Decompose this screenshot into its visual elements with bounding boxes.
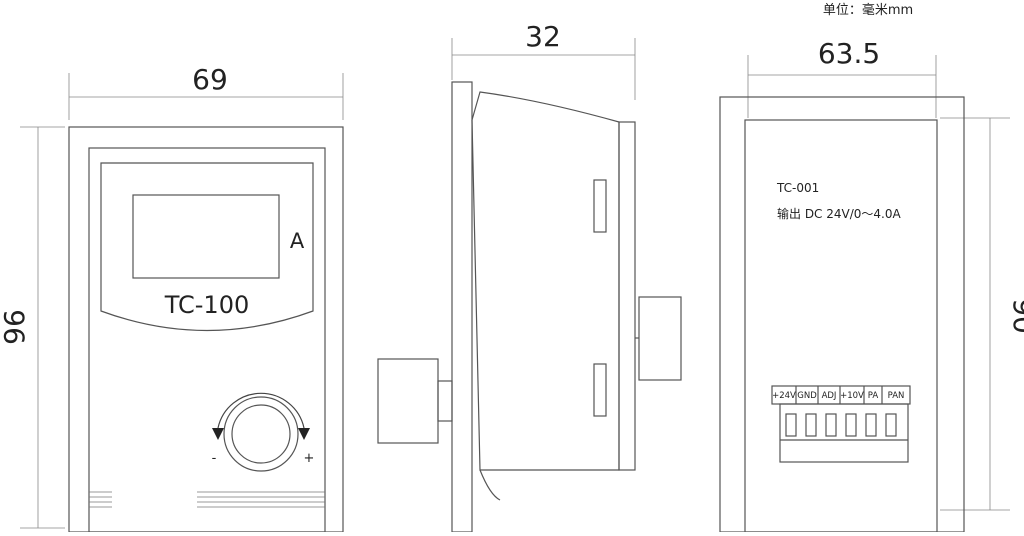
display-bezel xyxy=(100,162,314,332)
side-clip-top xyxy=(593,179,607,233)
indicator-unit-label: A xyxy=(290,229,305,253)
side-knob xyxy=(377,358,439,444)
side-view xyxy=(377,38,682,533)
terminal-label: ADJ xyxy=(822,391,837,401)
terminal-label: +10V xyxy=(840,391,864,401)
arrow-left-icon xyxy=(212,428,224,440)
vent-slots-left xyxy=(89,491,112,508)
back-model-label: TC-001 xyxy=(776,181,819,195)
terminal-label: PA xyxy=(868,391,879,401)
side-rear-step xyxy=(618,121,636,471)
terminal-labels: +24V GND ADJ +10V PA PAN xyxy=(772,391,904,401)
front-model-label: TC-100 xyxy=(164,291,249,319)
knob-plus-label: + xyxy=(304,451,315,466)
back-outer-frame xyxy=(719,96,965,533)
output-spec-label: 输出 DC 24V/0～4.0A xyxy=(777,206,901,221)
terminal-screw-4 xyxy=(845,413,857,437)
back-width-label: 63.5 xyxy=(818,37,880,70)
terminal-screw-6 xyxy=(885,413,897,437)
back-height-label: 90 xyxy=(1007,298,1024,334)
front-width-label: 69 xyxy=(192,63,228,96)
terminal-block-body xyxy=(779,403,909,463)
front-view xyxy=(20,73,344,533)
terminal-label: PAN xyxy=(888,391,905,401)
arrow-right-icon xyxy=(298,428,310,440)
back-inner-housing xyxy=(744,119,938,533)
front-height-label: 96 xyxy=(0,309,31,345)
display-window xyxy=(132,194,280,279)
side-terminal-block xyxy=(638,296,682,381)
front-outer-frame xyxy=(68,126,344,533)
terminal-label: +24V xyxy=(772,391,796,401)
back-view xyxy=(719,55,1010,533)
knob-minus-label: - xyxy=(212,451,217,466)
terminal-screw-3 xyxy=(825,413,837,437)
terminal-label: GND xyxy=(797,391,817,401)
knob-rotation-arc xyxy=(217,392,305,429)
side-housing xyxy=(471,91,620,471)
vent-slots-right xyxy=(197,491,325,508)
terminal-screw-1 xyxy=(785,413,797,437)
side-depth-label: 32 xyxy=(525,20,561,53)
knob-cap xyxy=(231,404,291,464)
terminal-screw-5 xyxy=(865,413,877,437)
side-clip-bottom xyxy=(593,363,607,417)
side-knob-shaft xyxy=(437,380,453,422)
units-note: 单位：毫米mm xyxy=(823,2,913,18)
side-front-plate xyxy=(451,81,473,533)
side-lower-lip xyxy=(479,469,501,501)
knob-outer-ring xyxy=(223,396,299,472)
front-inner-panel xyxy=(88,147,326,533)
terminal-screw-2 xyxy=(805,413,817,437)
